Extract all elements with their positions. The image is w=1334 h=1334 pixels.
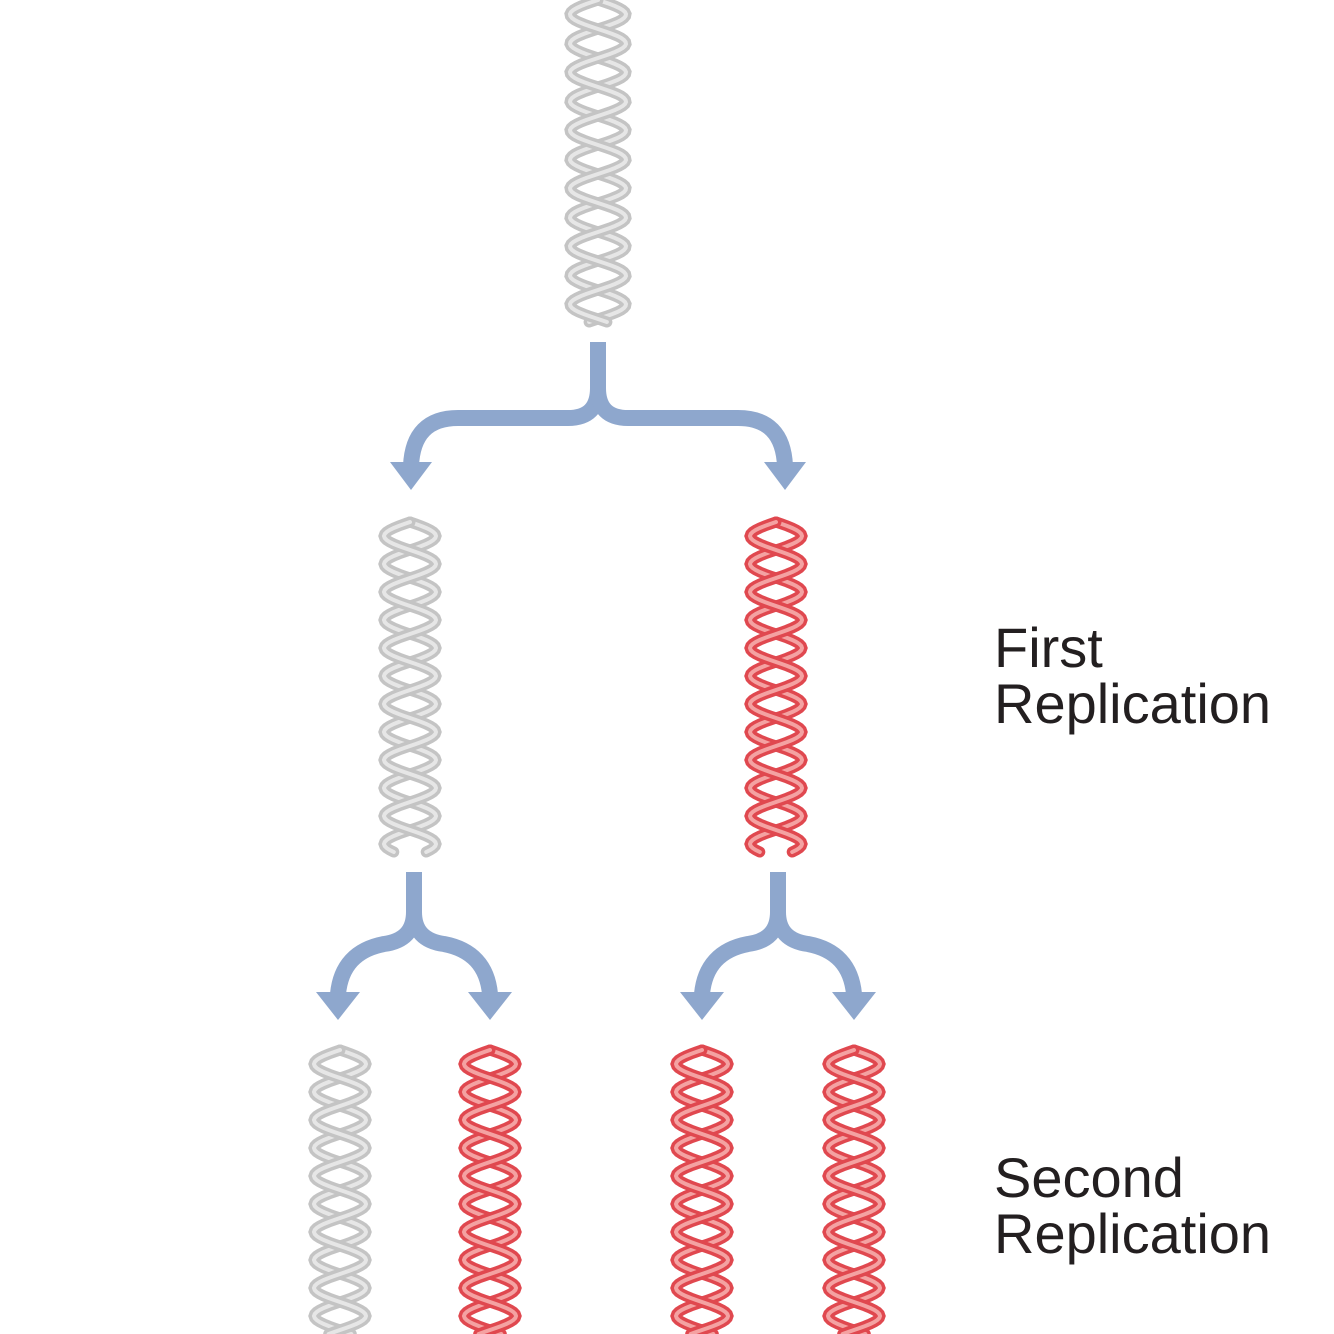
second-replication-label-line1: Second [994, 1146, 1184, 1209]
second-replication-label: Second Replication [994, 1150, 1271, 1262]
first-split-arrows [390, 342, 806, 490]
first-replication-label-line2: Replication [994, 672, 1272, 735]
gen2-helix-4-strand-2-highlight [825, 1048, 883, 1334]
first-replication-label: First Replication [994, 620, 1271, 732]
parent-helix-strand-2-highlight [567, 0, 629, 324]
second-split-right-head-a [680, 992, 724, 1020]
gen2-helix-1-strand-2-highlight [311, 1048, 369, 1334]
second-split-right-right-arrow [770, 911, 862, 996]
first-split-left-head [390, 462, 432, 490]
second-split-left-arrows [316, 872, 512, 1020]
second-split-right-head-b [832, 992, 876, 1020]
gen2-helix-1 [308, 1044, 372, 1334]
gen2-helix-3-strand-2-highlight [673, 1048, 731, 1334]
second-split-left-head-b [468, 992, 512, 1020]
first-split-stem-arrow [403, 342, 606, 467]
second-split-right-stem-arrow [694, 872, 786, 996]
first-replication-label-line1: First [994, 616, 1103, 679]
first-split-right-arrow [590, 387, 793, 467]
gen1-helix-1 [378, 516, 442, 858]
parent-helix [564, 0, 632, 328]
second-split-right-arrows [680, 872, 876, 1020]
first-split-right-head [764, 462, 806, 490]
gen1-helix-2 [744, 516, 808, 858]
second-split-left-head-a [316, 992, 360, 1020]
gen2-helix-2-strand-2-highlight [461, 1048, 519, 1334]
gen1-helix-2-strand-2-highlight [747, 520, 805, 854]
gen2-helix-3 [670, 1044, 734, 1334]
gen1-helix-1-strand-2-highlight [381, 520, 439, 854]
gen2-helix-2 [458, 1044, 522, 1334]
second-split-left-stem-arrow [330, 872, 422, 996]
gen2-helix-4 [822, 1044, 886, 1334]
second-split-left-right-arrow [406, 911, 498, 996]
second-replication-label-line2: Replication [994, 1202, 1272, 1265]
parent-helix-strand-1-highlight [567, 0, 629, 324]
